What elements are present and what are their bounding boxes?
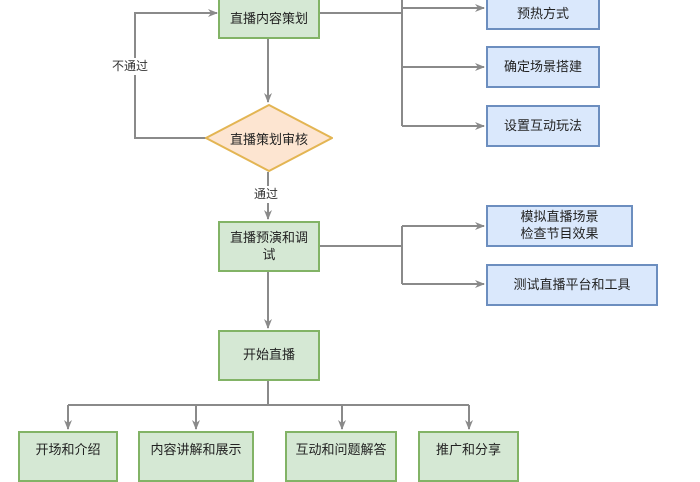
node-simulate-scene[interactable]: 模拟直播场景 检查节目效果 xyxy=(486,205,633,247)
node-label: 开场和介绍 xyxy=(35,443,101,458)
node-label-line1: 模拟直播场景 xyxy=(520,210,599,225)
connector-lines xyxy=(64,0,485,430)
node-label: 开始直播 xyxy=(242,348,295,363)
node-label-line2: 检查节目效果 xyxy=(520,227,599,242)
node-opening-intro[interactable]: 开场和介绍 xyxy=(18,431,118,482)
node-label: 推广和分享 xyxy=(435,443,501,458)
node-warmup-method[interactable]: 预热方式 xyxy=(486,0,600,30)
edge-label-pass: 通过 xyxy=(254,186,279,203)
node-label: 测试直播平台和工具 xyxy=(513,277,631,293)
node-interaction-setup[interactable]: 设置互动玩法 xyxy=(486,105,600,147)
node-label: 确定场景搭建 xyxy=(503,59,582,75)
node-rehearsal-debug[interactable]: 直播预演和调试 xyxy=(218,221,320,272)
node-promotion-share[interactable]: 推广和分享 xyxy=(418,431,519,482)
node-interaction-qa[interactable]: 互动和问题解答 xyxy=(285,431,397,482)
node-test-platform-tools[interactable]: 测试直播平台和工具 xyxy=(486,264,658,306)
node-start-live[interactable]: 开始直播 xyxy=(218,330,320,381)
node-scene-setup[interactable]: 确定场景搭建 xyxy=(486,46,600,88)
node-planning-review-decision[interactable]: 直播策划审核 xyxy=(203,103,335,173)
flowchart-canvas: 不通过 通过 直播内容策划 直播策划审核 直播预演和调试 开始直播 预热方式 确… xyxy=(18,0,658,482)
node-content-planning[interactable]: 直播内容策划 xyxy=(218,0,320,39)
node-label: 预热方式 xyxy=(516,6,569,22)
node-label: 设置互动玩法 xyxy=(503,118,582,134)
diamond-shape xyxy=(203,103,335,173)
node-label: 直播策划审核 xyxy=(229,132,308,148)
edge-review-plan-fail xyxy=(134,9,218,139)
edge-label-fail: 不通过 xyxy=(112,58,149,75)
node-label: 互动和问题解答 xyxy=(295,443,387,458)
node-label: 内容讲解和展示 xyxy=(150,443,242,458)
node-content-presentation[interactable]: 内容讲解和展示 xyxy=(138,431,254,482)
node-label: 直播预演和调试 xyxy=(229,230,308,263)
node-label: 直播内容策划 xyxy=(229,12,308,27)
